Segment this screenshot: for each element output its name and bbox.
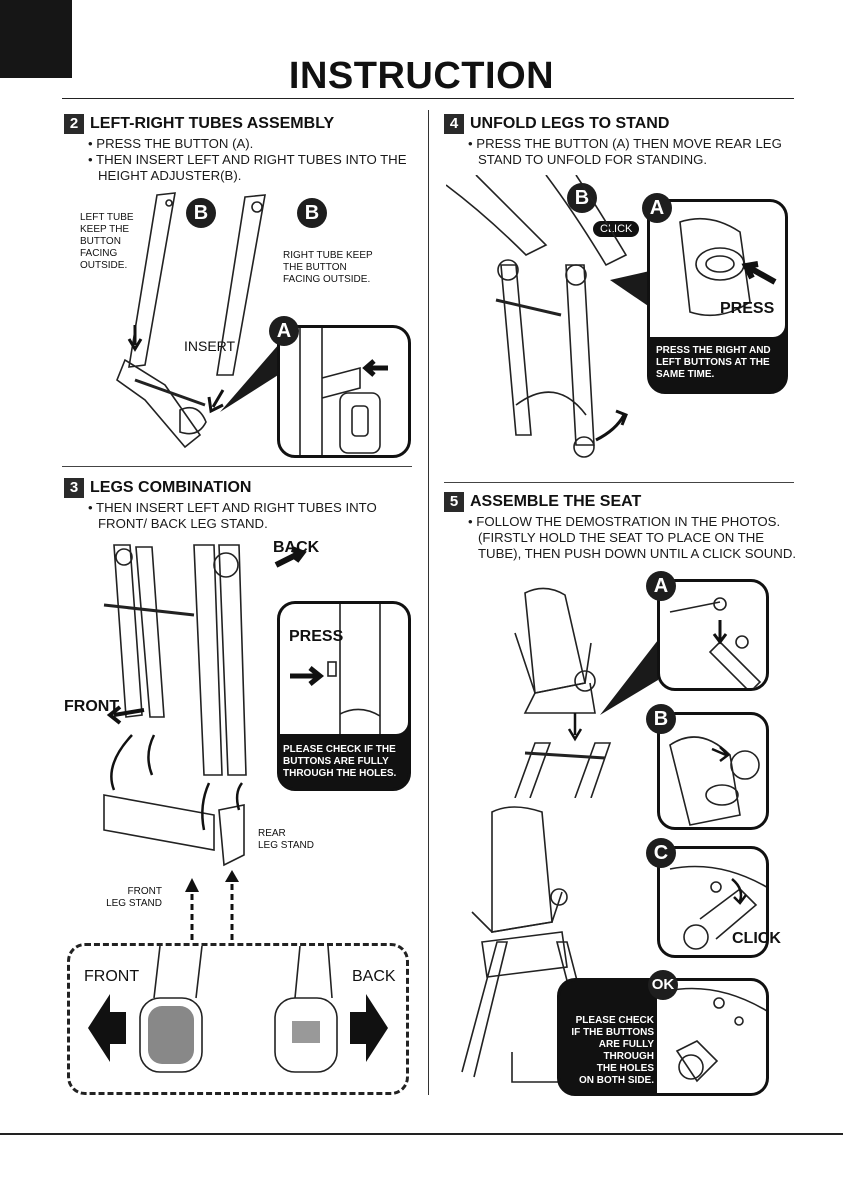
detail-box-b bbox=[657, 712, 769, 830]
unfold-legs-illustration bbox=[446, 175, 628, 458]
press-label-step3: PRESS bbox=[289, 628, 344, 645]
detail-box-press: PLEASE CHECK IF THE BUTTONS ARE FULLY TH… bbox=[277, 601, 411, 791]
step-3-bullet-1: • THEN INSERT LEFT AND RIGHT TUBES INTO … bbox=[88, 500, 377, 531]
front-leg-stand-label: FRONT LEG STAND bbox=[106, 886, 162, 909]
front-label: FRONT bbox=[64, 698, 120, 715]
detail-pointer-4 bbox=[610, 270, 654, 310]
marker-b: B bbox=[567, 183, 597, 213]
marker-ok: OK bbox=[648, 970, 678, 1000]
step-number-badge: 5 bbox=[444, 492, 464, 512]
step-heading-text: LEGS COMBINATION bbox=[90, 479, 252, 496]
marker-c-step5: C bbox=[646, 838, 676, 868]
tubes-illustration bbox=[116, 192, 266, 449]
step-heading-text: LEFT-RIGHT TUBES ASSEMBLY bbox=[90, 115, 335, 132]
detail-box-button-a bbox=[277, 325, 411, 458]
check-holes-note: PLEASE CHECK IF THE BUTTONS ARE FULLY TH… bbox=[283, 744, 397, 779]
step-heading-text: ASSEMBLE THE SEAT bbox=[470, 493, 642, 510]
step-4-heading: 4 UNFOLD LEGS TO STAND bbox=[444, 114, 804, 134]
marker-a: A bbox=[642, 193, 672, 223]
press-both-note: PRESS THE RIGHT AND LEFT BUTTONS AT THE … bbox=[656, 345, 771, 380]
seat-placement-illustration bbox=[514, 587, 612, 798]
marker-a: A bbox=[269, 316, 299, 346]
detail-pointer bbox=[220, 336, 286, 412]
right-tube-note: RIGHT TUBE KEEP THE BUTTON FACING OUTSID… bbox=[283, 250, 373, 285]
detail-box-unfold: PRESS THE RIGHT AND LEFT BUTTONS AT THE … bbox=[647, 199, 788, 394]
step-5-section: 5 ASSEMBLE THE SEAT • FOLLOW THE DEMOSTR… bbox=[444, 492, 804, 562]
step-3-heading: 3 LEGS COMBINATION bbox=[64, 478, 424, 498]
step-4-rule bbox=[444, 482, 794, 483]
step-4-bullet-1: • PRESS THE BUTTON (A) THEN MOVE REAR LE… bbox=[468, 136, 782, 167]
step-2-heading: 2 LEFT-RIGHT TUBES ASSEMBLY bbox=[64, 114, 424, 134]
rear-leg-stand-label: REAR LEG STAND bbox=[258, 828, 314, 851]
corner-tab bbox=[0, 0, 72, 78]
step-5-heading: 5 ASSEMBLE THE SEAT bbox=[444, 492, 804, 512]
detail-front-back-panel: FRONT BACK bbox=[67, 943, 409, 1095]
legs-illustration bbox=[103, 544, 307, 867]
detail-box-c bbox=[657, 846, 769, 958]
click-label-step5: CLICK bbox=[732, 930, 781, 947]
step-number-badge: 4 bbox=[444, 114, 464, 134]
detail-box-a bbox=[657, 579, 769, 691]
detail-front-label: FRONT bbox=[84, 968, 140, 985]
left-tube-note: LEFT TUBE KEEP THE BUTTON FACING OUTSIDE… bbox=[80, 212, 134, 271]
step-2-bullet-2: • THEN INSERT LEFT AND RIGHT TUBES INTO … bbox=[88, 152, 407, 183]
step-4-section: 4 UNFOLD LEGS TO STAND • PRESS THE BUTTO… bbox=[444, 114, 804, 168]
step-number-badge: 2 bbox=[64, 114, 84, 134]
detail-pointer-5 bbox=[600, 640, 658, 715]
step-2-section: 2 LEFT-RIGHT TUBES ASSEMBLY • PRESS THE … bbox=[64, 114, 424, 184]
bottom-rule bbox=[0, 1133, 843, 1135]
marker-a-step5: A bbox=[646, 571, 676, 601]
marker-b-left: B bbox=[186, 198, 216, 228]
title-rule bbox=[62, 98, 794, 99]
step-2-rule bbox=[62, 466, 412, 467]
column-divider bbox=[428, 110, 429, 1095]
ok-check-note: PLEASE CHECK IF THE BUTTONS ARE FULLY TH… bbox=[571, 1015, 654, 1086]
step-heading-text: UNFOLD LEGS TO STAND bbox=[470, 115, 670, 132]
dashed-up-arrows bbox=[185, 870, 239, 940]
step-5-bullet-1: • FOLLOW THE DEMOSTRATION IN THE PHOTOS.… bbox=[468, 514, 797, 561]
step-number-badge: 3 bbox=[64, 478, 84, 498]
step-2-bullet-1: • PRESS THE BUTTON (A). bbox=[88, 136, 254, 151]
step-3-section: 3 LEGS COMBINATION • THEN INSERT LEFT AN… bbox=[64, 478, 424, 532]
page-title: INSTRUCTION bbox=[288, 55, 555, 97]
marker-b-step5: B bbox=[646, 704, 676, 734]
marker-b-right: B bbox=[297, 198, 327, 228]
press-label-step4: PRESS bbox=[720, 300, 775, 317]
detail-back-label: BACK bbox=[352, 968, 396, 985]
